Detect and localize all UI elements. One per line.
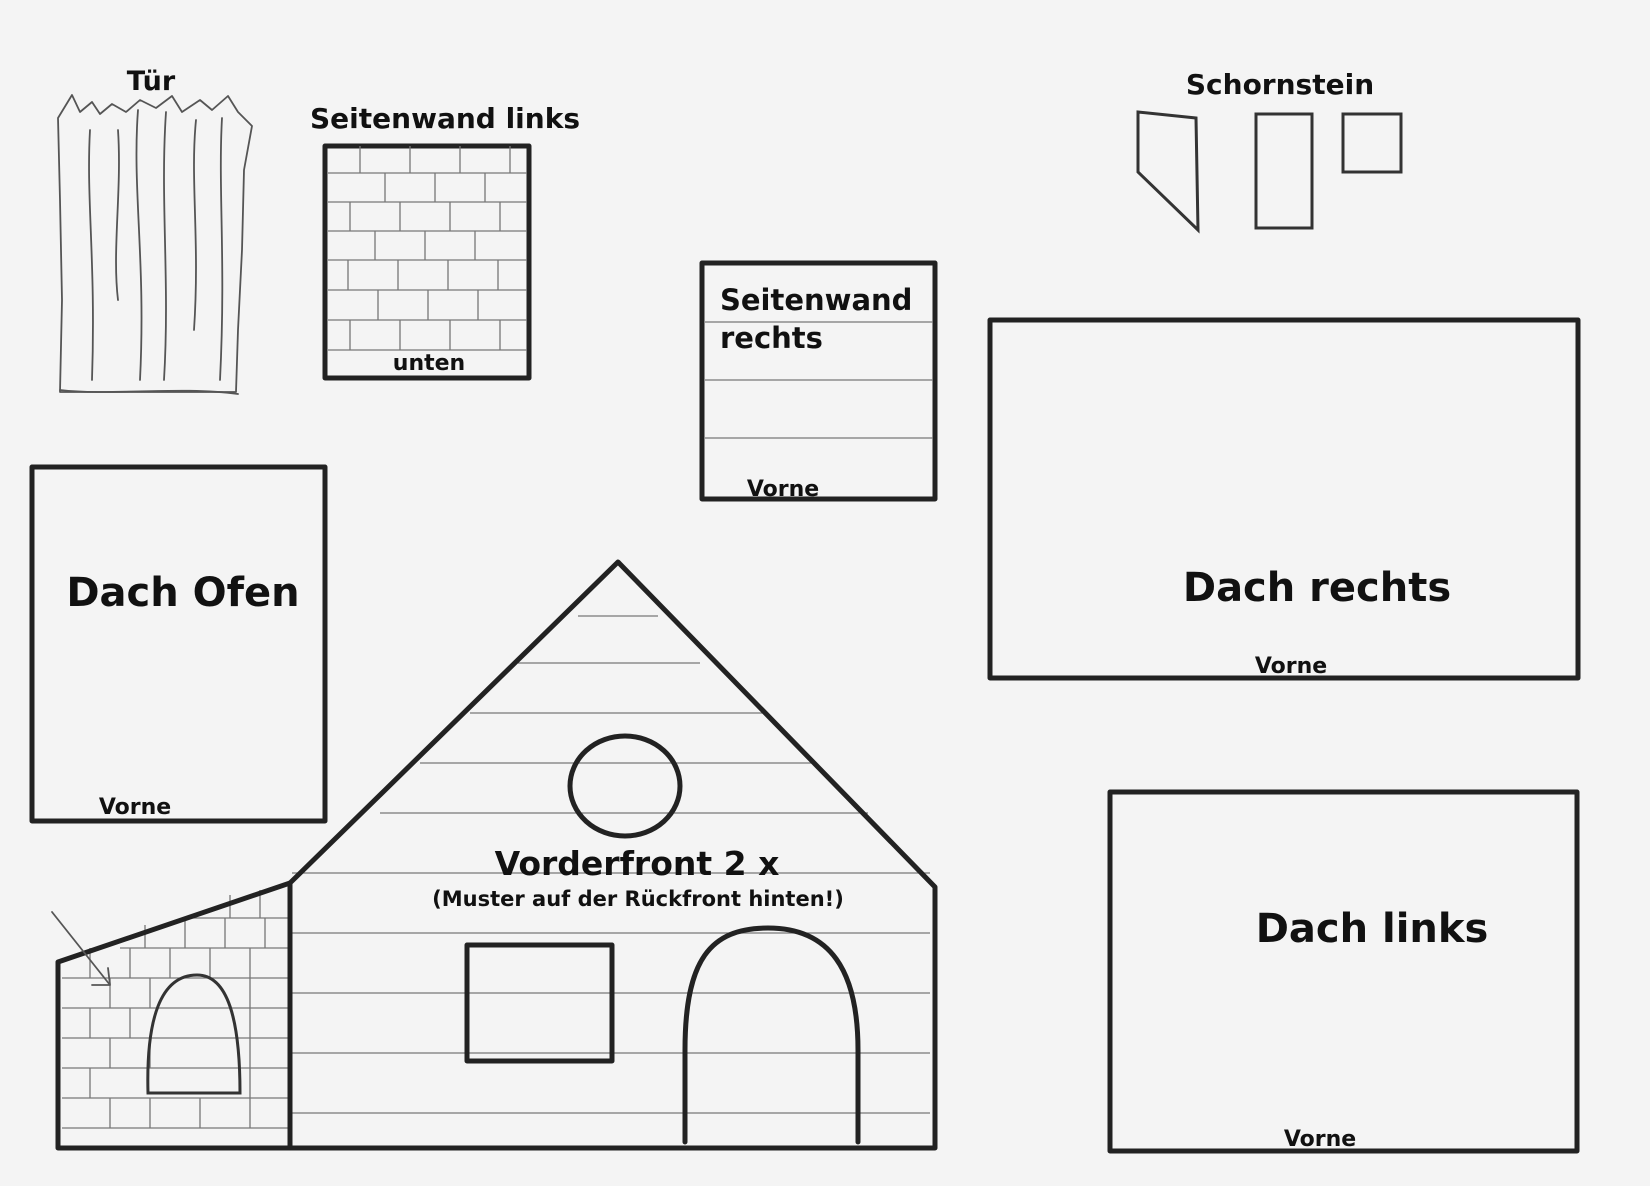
door-piece bbox=[57, 94, 253, 395]
door-wood-grain bbox=[88, 109, 224, 381]
front-wall-piece bbox=[51, 559, 938, 1151]
roof-oven-label: Dach Ofen bbox=[66, 570, 299, 616]
chimney-part-slanted bbox=[1136, 110, 1200, 234]
oven-brick-pattern bbox=[62, 890, 290, 1129]
left-wall-bottom-label: unten bbox=[393, 351, 465, 376]
roof-oven-front-label: Vorne bbox=[99, 795, 171, 820]
oven-arrow bbox=[51, 911, 111, 986]
right-wall-outline bbox=[699, 260, 938, 502]
square-window bbox=[464, 942, 615, 1064]
right-wall-front-label: Vorne bbox=[747, 477, 819, 502]
left-wall-label: Seitenwand links bbox=[310, 102, 580, 135]
arched-doorway bbox=[682, 925, 861, 1145]
left-wall-outline bbox=[322, 143, 532, 381]
roof-oven-outline bbox=[29, 464, 328, 824]
roof-right-label: Dach rechts bbox=[1183, 565, 1451, 611]
chimney-part-side bbox=[1254, 112, 1314, 230]
right-wall-board-lines bbox=[705, 321, 933, 439]
right-wall-label-line2: rechts bbox=[720, 321, 823, 355]
chimney-pieces bbox=[1136, 110, 1403, 234]
chimney-label: Schornstein bbox=[1186, 68, 1374, 101]
roof-right-outline bbox=[987, 317, 1581, 681]
door-label: Tür bbox=[127, 66, 176, 97]
door-bottom-edge bbox=[59, 389, 239, 395]
oven-opening bbox=[146, 973, 242, 1095]
round-window bbox=[567, 733, 683, 839]
left-wall-piece bbox=[322, 143, 532, 381]
right-wall-piece bbox=[699, 260, 938, 502]
roof-left-outline bbox=[1107, 789, 1580, 1154]
front-wall-sublabel: (Muster auf der Rückfront hinten!) bbox=[432, 887, 844, 911]
chimney-part-top bbox=[1341, 112, 1403, 174]
roof-left-front-label: Vorne bbox=[1284, 1127, 1356, 1152]
roof-right-front-label: Vorne bbox=[1255, 654, 1327, 679]
front-wall-label: Vorderfront 2 x bbox=[495, 844, 780, 883]
right-wall-label-line1: Seitenwand bbox=[720, 283, 912, 317]
roof-left-label: Dach links bbox=[1256, 906, 1489, 952]
left-wall-brick-pattern bbox=[328, 146, 527, 351]
